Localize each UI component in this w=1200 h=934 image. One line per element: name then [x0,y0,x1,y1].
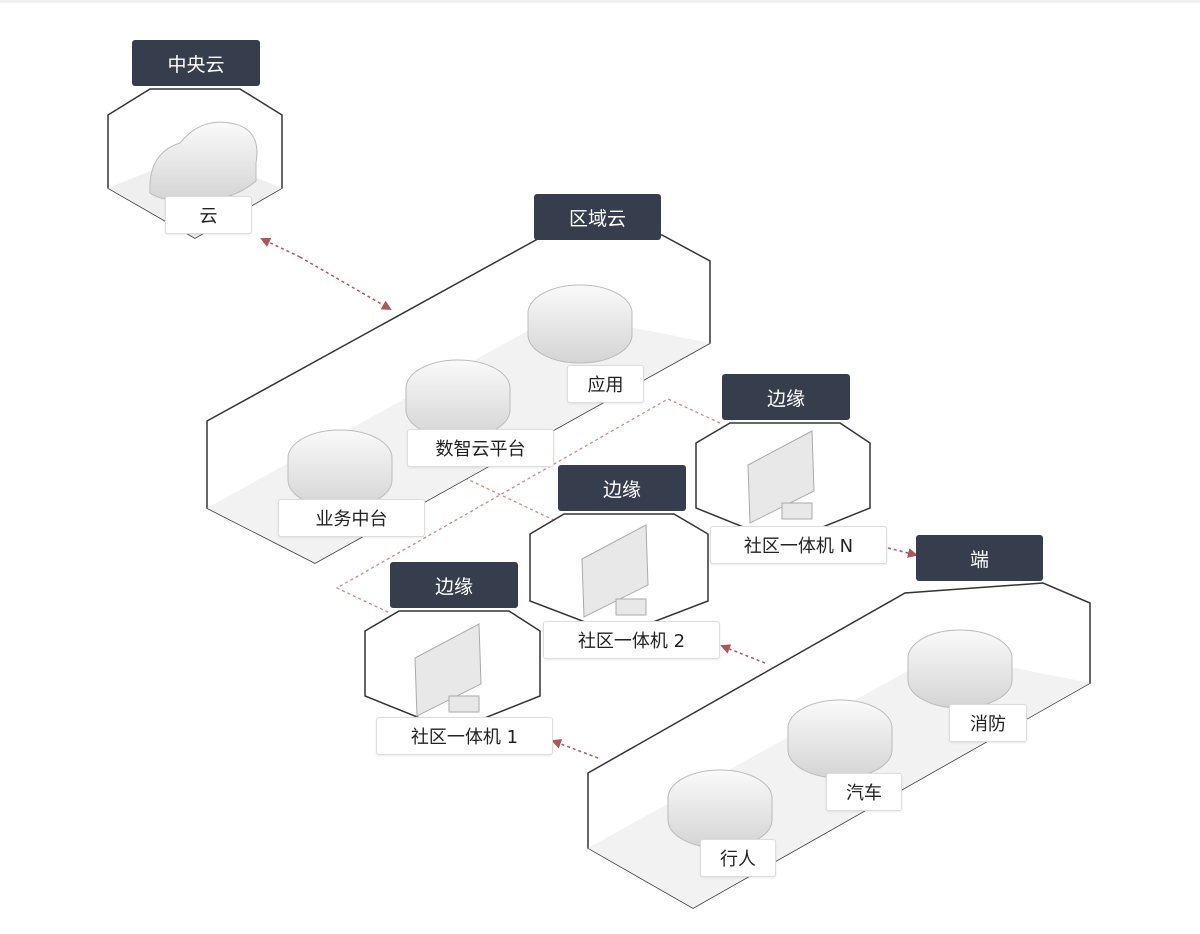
edge-tag-2: 边缘 [558,465,686,511]
edge-label-1: 社区一体机 1 [376,717,553,755]
disc-icon [287,429,393,509]
arrow-to-edge-2 [720,644,766,664]
edge-tag-1: 边缘 [390,562,518,608]
disc-icon [527,284,633,364]
terminal-tag: 端 [916,535,1043,581]
car-label: 汽车 [826,773,902,811]
arrow-to-terminal [887,547,918,558]
edge-label-n: 社区一体机 N [710,526,887,564]
disc-icon [667,769,773,849]
disc-icon [405,359,511,439]
disc-icon [787,699,893,779]
arrow-to-edge-1 [551,739,599,759]
data-cloud-platform-label: 数智云平台 [407,429,554,467]
monitor-icons [414,430,815,717]
edge-tag-n: 边缘 [722,374,850,420]
business-middle-platform-label: 业务中台 [278,499,425,537]
cloud-label: 云 [165,196,252,234]
pedestrian-label: 行人 [700,839,776,877]
app-label: 应用 [567,365,644,403]
edge-label-2: 社区一体机 2 [543,621,720,659]
arrows [260,237,918,759]
disc-icon [907,629,1013,709]
fire-label: 消防 [949,704,1027,742]
arrow-to-central [260,237,301,258]
region-cloud-tag: 区域云 [534,194,661,240]
central-cloud-tag: 中央云 [132,40,260,86]
arrow-to-region [299,256,392,311]
dashed-connections [335,398,721,614]
